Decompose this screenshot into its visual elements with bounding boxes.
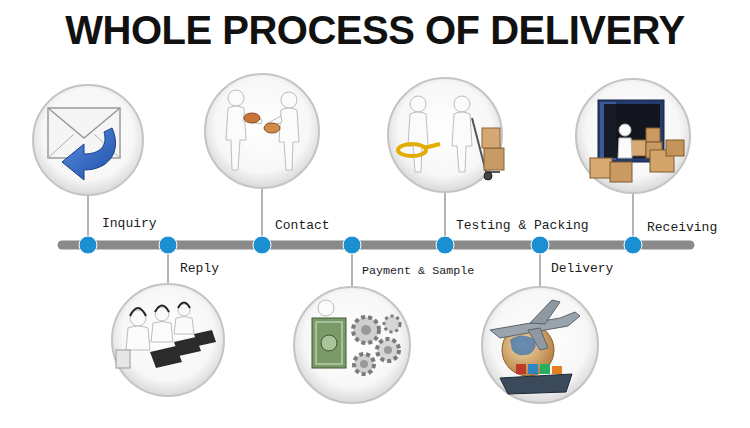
- container-icon: [646, 128, 660, 142]
- envelope-icon: [48, 108, 120, 180]
- leader-line: [88, 188, 633, 287]
- illustration-disc: [294, 287, 410, 403]
- illustration-disc: [33, 85, 143, 195]
- timeline-dot: [624, 236, 642, 254]
- operator-figures: [155, 306, 169, 313]
- operator-figures: [130, 308, 146, 316]
- money-gears: [353, 317, 379, 343]
- handshake-figures: [226, 106, 246, 170]
- operator-figures: [116, 303, 216, 369]
- container-icon: [610, 162, 632, 182]
- money-gears: [384, 346, 392, 354]
- operator-figures: [151, 322, 173, 343]
- operator-figures: [126, 326, 150, 350]
- money-gears: [312, 318, 346, 368]
- operator-figures: [178, 303, 190, 309]
- envelope-icon: [62, 128, 116, 180]
- illustration-disc: [482, 287, 598, 403]
- transport-icon: [510, 335, 536, 355]
- handshake-figures: [264, 123, 280, 133]
- timeline-dot: [531, 236, 549, 254]
- step-label-box: Reply: [180, 261, 219, 277]
- illustration-disc: [388, 78, 502, 192]
- operator-figures: [174, 317, 194, 335]
- handshake-figures: [244, 113, 260, 123]
- illustration-disc: [576, 79, 690, 193]
- step-label: Inquiry: [102, 216, 157, 232]
- money-gears: [321, 335, 337, 351]
- money-gears: [354, 354, 374, 374]
- testing-figures: [454, 96, 470, 112]
- transport-icon: [530, 300, 560, 324]
- step-label-box: Payment & Sample: [362, 263, 474, 279]
- testing-figures: [408, 112, 428, 172]
- handshake-figures: [228, 90, 244, 106]
- handshake-figures: [226, 90, 299, 170]
- step-label-box: Contact: [275, 218, 330, 234]
- transport-icon: [528, 364, 538, 374]
- timeline-dot: [159, 236, 177, 254]
- testing-figures: [398, 96, 504, 180]
- testing-figures: [484, 172, 492, 180]
- step-label: Delivery: [551, 261, 613, 277]
- timeline-dot: [253, 236, 271, 254]
- step-label-box: Delivery: [551, 261, 613, 277]
- step-label-box: Inquiry: [102, 216, 157, 232]
- transport-icon: [528, 328, 548, 350]
- testing-figures: [398, 144, 426, 156]
- container-icon: [619, 124, 631, 136]
- testing-figures: [482, 128, 500, 148]
- illustration-disc: [33, 74, 690, 403]
- step-label: Receiving: [647, 220, 717, 236]
- step-label-box: Receiving: [647, 220, 717, 236]
- container-icon: [590, 100, 684, 182]
- container-icon: [590, 158, 612, 178]
- money-gears: [384, 316, 400, 332]
- timeline-bar: [62, 245, 690, 246]
- money-gears: [377, 339, 399, 361]
- transport-icon: [540, 364, 550, 374]
- testing-figures: [452, 112, 472, 172]
- transport-icon: [516, 364, 526, 374]
- money-gears: [361, 325, 371, 335]
- money-gears: [318, 300, 334, 316]
- testing-figures: [410, 96, 426, 112]
- timeline-dot: [343, 236, 361, 254]
- step-label: Reply: [180, 261, 219, 277]
- handshake-figures: [243, 114, 262, 124]
- transport-icon: [552, 366, 562, 374]
- handshake-figures: [281, 92, 297, 108]
- step-label: Contact: [275, 218, 330, 234]
- testing-figures: [484, 148, 504, 170]
- testing-figures: [424, 144, 440, 148]
- money-gears: [360, 360, 368, 368]
- timeline-dot: [436, 236, 454, 254]
- timeline-dot: [79, 236, 97, 254]
- container-icon: [666, 140, 684, 156]
- step-label: Testing & Packing: [456, 218, 589, 234]
- container-icon: [618, 138, 632, 158]
- diagram-title: WHOLE PROCESS OF DELIVERY: [0, 6, 750, 54]
- envelope-icon: [48, 134, 74, 158]
- timeline-bar: [62, 241, 690, 250]
- operator-figures: [194, 330, 216, 346]
- timeline-dot: [79, 236, 642, 254]
- money-gears: [316, 322, 342, 364]
- operator-figures: [116, 350, 130, 368]
- diagram-title-text: WHOLE PROCESS OF DELIVERY: [65, 6, 684, 54]
- container-icon: [630, 140, 646, 156]
- money-gears: [312, 300, 400, 374]
- step-label-box: Testing & Packing: [456, 218, 589, 234]
- illustration-disc: [112, 284, 224, 396]
- handshake-figures: [279, 108, 299, 170]
- illustration-disc: [205, 74, 319, 188]
- step-label: Payment & Sample: [362, 263, 474, 279]
- transport-icon: [490, 300, 580, 394]
- transport-icon: [500, 374, 572, 394]
